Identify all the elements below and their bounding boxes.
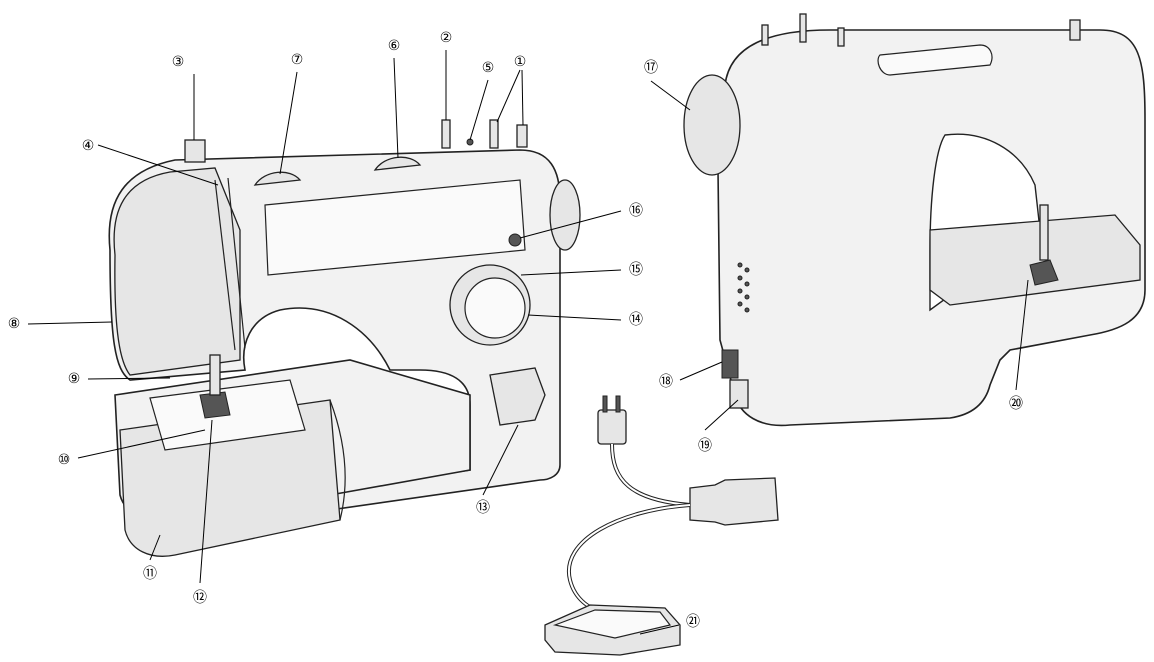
vent-grille [737,262,750,313]
callout-labels: ① ② ③ ④ ⑤ ⑥ ⑦ ⑧ ⑨ ⑩ ⑪ ⑫ ⑬ ⑭ ⑮ ⑯ ⑰ ⑱ ⑲ ⑳ … [8,30,1023,630]
callout-18: ⑱ [659,374,673,390]
spool-pin-1b [516,124,528,148]
spool-pin-rear-1 [761,24,769,46]
callout-1: ① [514,54,527,70]
plug-prong-1 [602,395,608,413]
foot-controller-assembly [544,395,779,656]
callout-11: ⑪ [143,566,157,582]
callout-16: ⑯ [629,203,643,219]
callout-20: ⑳ [1009,396,1023,412]
plug-body [597,409,627,445]
tension-dial-6 [373,156,422,171]
power-cord-1-highlight [611,443,691,506]
presser-foot-rear [1029,259,1059,286]
spool-pin-2 [441,119,451,149]
face-plate [113,167,241,376]
cord-connector [689,477,779,526]
take-up-slot [214,179,236,351]
callout-21: ㉑ [686,614,700,630]
power-cord-2 [566,503,691,617]
power-switch-shape [721,349,739,379]
callout-12: ⑫ [193,590,207,606]
callout-4: ④ [82,138,95,154]
carrying-handle [877,44,993,76]
power-socket-shape [729,379,749,409]
spool-pin-rear-2 [799,13,807,43]
power-cord-2-highlight [567,504,691,616]
presser-bar-rear [1039,204,1049,261]
stitch-knob-shape [508,233,522,247]
callout-9: ⑨ [68,371,81,387]
foot-pedal-top [552,609,672,639]
leader-lines [27,50,1029,635]
callout-8: ⑧ [8,316,21,332]
handwheel-front-shape [549,179,581,251]
plug-prong-2 [615,395,621,413]
thread-guide-top [184,139,206,163]
bed-seam [329,399,346,521]
callout-17: ⑰ [644,60,658,76]
spool-pin-rear-3 [837,27,845,47]
take-up-slot-edge [227,177,246,349]
callout-13: ⑬ [476,500,490,516]
callout-2: ② [440,30,453,46]
callout-7: ⑦ [291,52,304,68]
rear-view-machine [683,13,1146,427]
callout-6: ⑥ [388,38,401,54]
reverse-lever-shape [489,367,546,426]
callout-5: ⑤ [482,60,495,76]
spool-pin-1a [489,119,499,149]
rear-bed [929,214,1141,306]
needle-bar-shape [209,354,221,396]
callout-3: ③ [172,54,185,70]
thread-guide-rear [1069,19,1081,41]
handwheel-rear [683,74,741,176]
presser-foot-shape [199,391,231,419]
callout-19: ⑲ [698,438,712,454]
callout-14: ⑭ [629,312,643,328]
front-panel [264,179,526,276]
callout-10: ⑩ [58,452,71,468]
power-cord-1 [610,443,691,507]
callout-15: ⑮ [629,262,643,278]
pattern-dial-inner [464,277,526,339]
front-view-machine [108,119,581,557]
